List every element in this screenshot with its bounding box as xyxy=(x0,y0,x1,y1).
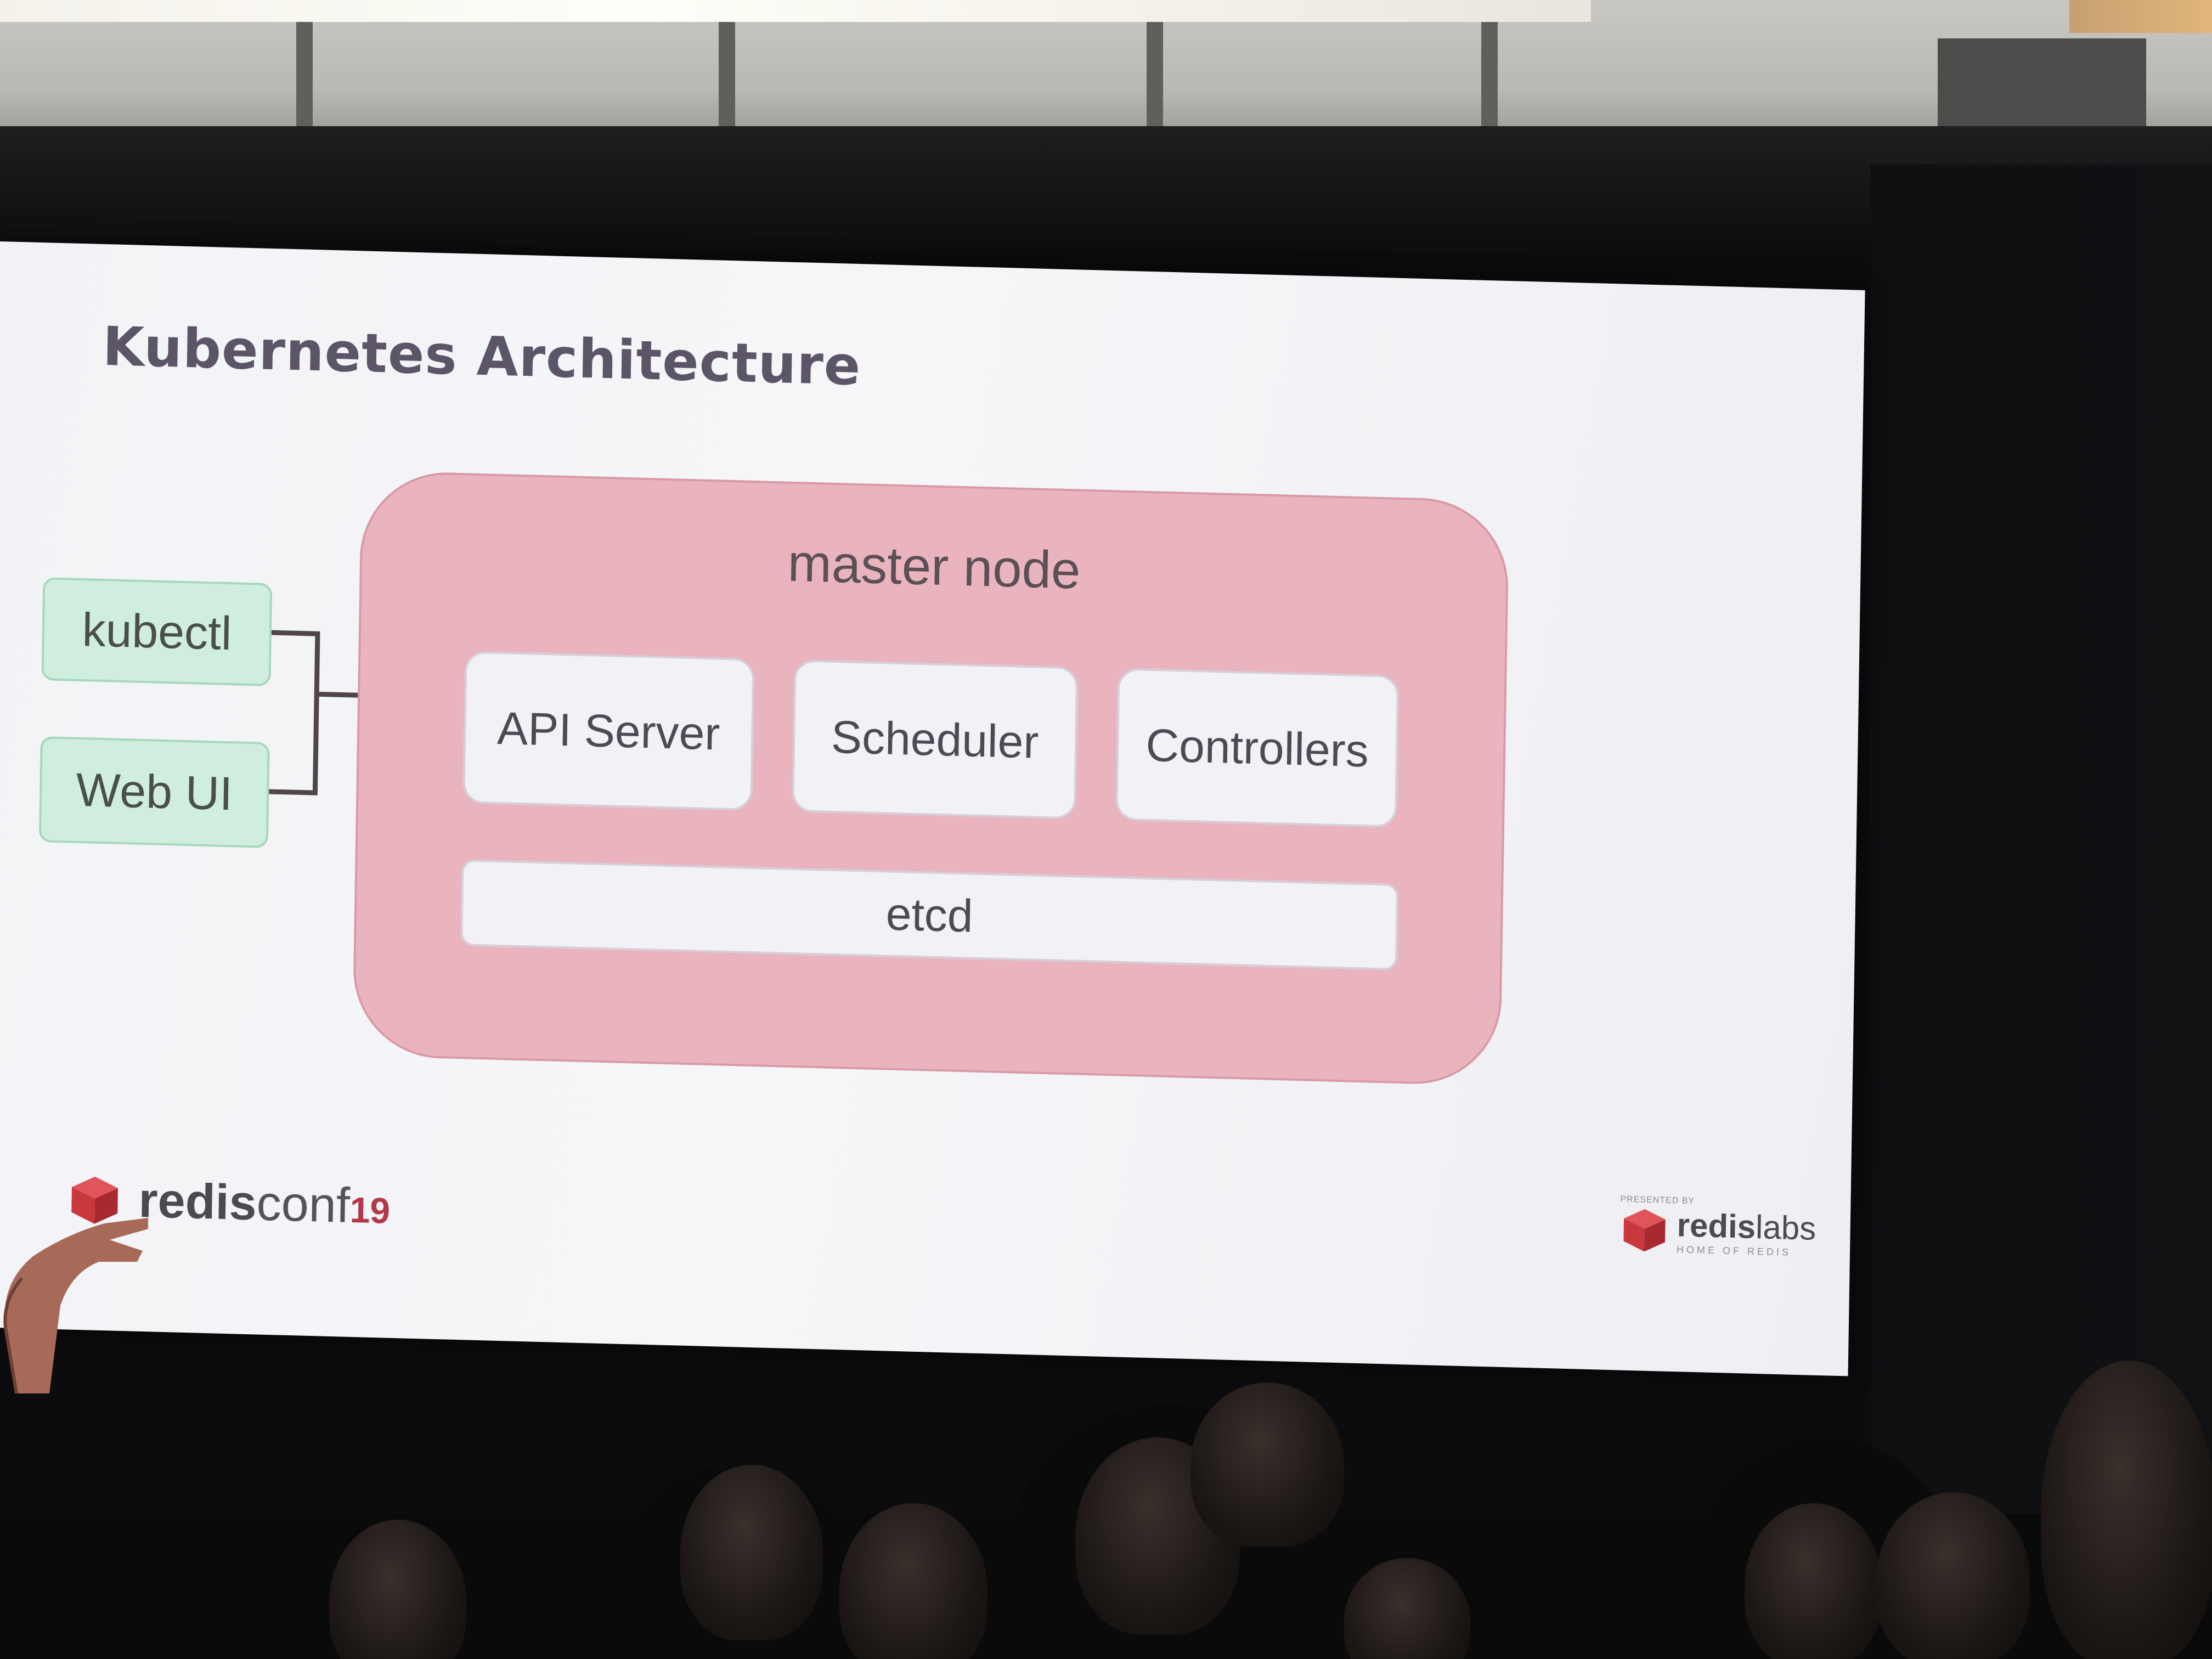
ceiling-beam xyxy=(719,22,735,132)
audience xyxy=(0,1339,2212,1659)
audience-head xyxy=(1344,1558,1470,1659)
redisconf-wordmark: redisconf19 xyxy=(138,1172,391,1235)
redisconf-year: 19 xyxy=(349,1189,391,1231)
component-scheduler: Scheduler xyxy=(792,659,1079,820)
redislabs-cube-icon xyxy=(1623,1209,1666,1252)
webui-connector xyxy=(264,694,319,795)
redislabs-row: redislabs HOME OF REDIS xyxy=(1620,1205,1816,1259)
audience-head xyxy=(1745,1503,1882,1659)
kubectl-connector xyxy=(267,630,320,695)
component-api-server: API Server xyxy=(462,651,755,811)
client-kubectl: kubectl xyxy=(41,577,273,687)
ceiling-warm-light xyxy=(2069,0,2212,33)
projected-slide: Kubernetes Architecture kubectl Web UI m… xyxy=(0,241,1865,1376)
master-node-label: master node xyxy=(787,533,1081,600)
presenter-hand xyxy=(3,1218,148,1393)
ceiling-light xyxy=(0,0,1591,22)
redisconf-brand-light: conf xyxy=(256,1176,351,1233)
screen-frame-top xyxy=(0,126,2212,252)
redislabs-logo: PRESENTED BY redislabs HOME OF REDIS xyxy=(1620,1195,1816,1259)
audience-head xyxy=(1190,1383,1344,1547)
audience-head xyxy=(329,1520,466,1659)
redislabs-brand-bold: redis xyxy=(1677,1206,1756,1245)
audience-head xyxy=(839,1503,988,1659)
redis-cube-icon xyxy=(71,1176,118,1224)
component-etcd: etcd xyxy=(460,859,1399,970)
audience-head xyxy=(2041,1361,2212,1659)
client-web-ui: Web UI xyxy=(38,736,270,848)
master-node-box: master node API Server Scheduler Control… xyxy=(352,470,1510,1086)
component-controllers: Controllers xyxy=(1115,668,1400,828)
redisconf-logo: redisconf19 xyxy=(67,1170,391,1235)
audience-head xyxy=(680,1465,823,1640)
redislabs-wordmark: redislabs xyxy=(1677,1206,1816,1248)
audience-head xyxy=(1876,1492,2030,1659)
ceiling-beam xyxy=(1481,22,1498,132)
slide-title: Kubernetes Architecture xyxy=(102,315,862,398)
ceiling-beam xyxy=(296,22,313,132)
ceiling-beam xyxy=(1147,22,1163,132)
redislabs-brand-light: labs xyxy=(1755,1209,1816,1247)
